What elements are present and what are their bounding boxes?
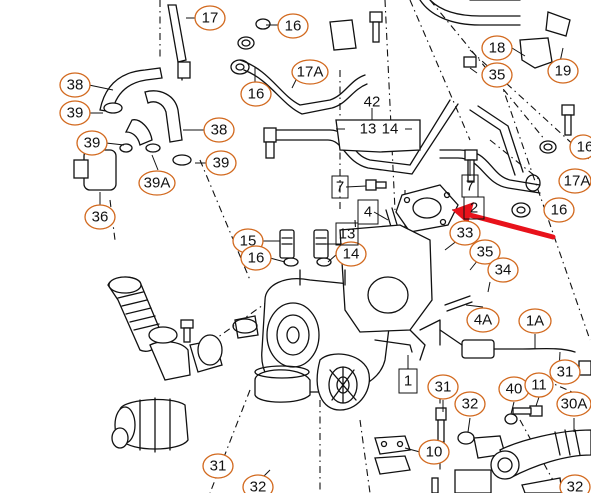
part-label: 7: [466, 178, 474, 195]
callout-1A: 1A: [518, 308, 552, 334]
callout-label: 39: [67, 105, 84, 122]
callout-label: 19: [555, 63, 572, 80]
callout-label: 32: [462, 396, 479, 413]
callout-35: 35: [481, 62, 513, 88]
part-label: 4: [364, 204, 372, 221]
callout-32: 32: [454, 391, 486, 417]
plain-label-layer: 42 13 14 7 4 7 2 13 1: [336, 94, 478, 390]
callout-16: 16: [543, 197, 575, 223]
callout-34: 34: [487, 257, 519, 283]
part-label: 1: [404, 373, 412, 390]
pressure-sensor: [439, 329, 576, 359]
callout-31: 31: [202, 453, 234, 479]
callout-label: 15: [240, 233, 257, 250]
callout-17A: 17A: [291, 59, 329, 85]
callout-label: 31: [557, 364, 574, 381]
callout-layer: 17 16 17A 16 18 35 19 38 39 38 39 39 39A…: [59, 5, 591, 493]
callout-label: 39: [213, 155, 230, 172]
part-label: 42: [364, 94, 381, 111]
callout-label: 17A: [297, 64, 324, 81]
callout-16: 16: [240, 81, 272, 107]
callout-39: 39: [205, 150, 237, 176]
bolts: [180, 11, 591, 493]
callout-label: 1A: [526, 313, 544, 330]
part-label: 2: [470, 200, 478, 217]
callout-35: 35: [469, 239, 501, 265]
intake-hoses: [107, 276, 259, 453]
callout-4A: 4A: [466, 307, 500, 333]
part-label: 13: [339, 226, 356, 243]
callout-label: 38: [67, 77, 84, 94]
callout-11: 11: [524, 372, 554, 398]
callout-17: 17: [194, 5, 226, 31]
callout-label: 34: [495, 262, 512, 279]
callout-31: 31: [427, 374, 459, 400]
label-frames: [331, 174, 485, 394]
callout-16: 16: [277, 13, 309, 39]
callout-label: 35: [489, 67, 506, 84]
callout-38: 38: [59, 72, 91, 98]
callout-33: 33: [449, 220, 481, 246]
callout-40: 40: [498, 376, 530, 402]
callout-18: 18: [481, 35, 513, 61]
callout-label: 11: [531, 377, 547, 394]
callout-label: 32: [250, 479, 267, 493]
leader-lines: [88, 17, 575, 481]
turbocharger: [254, 224, 441, 411]
callout-32: 32: [559, 474, 591, 493]
callout-label: 4A: [474, 312, 492, 329]
callout-39: 39: [76, 130, 108, 156]
callout-label: 16: [577, 139, 591, 156]
gasket-flange: [395, 184, 459, 233]
callout-label: 40: [506, 381, 523, 398]
callout-label: 10: [426, 444, 443, 461]
pipes: [167, 0, 541, 194]
callout-label: 36: [92, 209, 109, 226]
callout-label: 39: [84, 135, 101, 152]
callout-label: 16: [248, 86, 265, 103]
callout-16: 16: [240, 245, 272, 271]
callout-10: 10: [418, 439, 450, 465]
callout-38: 38: [203, 117, 235, 143]
callout-label: 16: [285, 18, 302, 35]
callout-label: 17: [202, 10, 219, 27]
sensors: [263, 127, 329, 259]
callout-label: 30A: [561, 396, 588, 413]
callout-19: 19: [547, 58, 579, 84]
callout-14: 14: [335, 241, 367, 267]
callout-label: 32: [567, 479, 584, 493]
callout-16: 16: [569, 134, 591, 160]
callout-label: 16: [248, 250, 265, 267]
callout-31: 31: [549, 359, 581, 385]
callout-label: 18: [489, 40, 506, 57]
part-label: 14: [382, 121, 399, 138]
callout-39A: 39A: [138, 170, 176, 196]
callout-label: 31: [435, 379, 452, 396]
callout-label: 31: [210, 458, 227, 475]
brackets: [329, 11, 571, 475]
callout-36: 36: [84, 204, 116, 230]
callout-label: 17A: [564, 173, 591, 190]
callout-17A: 17A: [558, 168, 591, 194]
callout-label: 14: [343, 246, 360, 263]
exhaust-pipe: [454, 429, 591, 493]
callout-39: 39: [59, 100, 91, 126]
callout-label: 35: [477, 244, 494, 261]
coolant-hoses: [73, 67, 192, 191]
callout-30A: 30A: [556, 391, 591, 417]
callout-label: 39A: [144, 175, 171, 192]
callout-label: 33: [457, 225, 474, 242]
callout-32: 32: [242, 474, 274, 493]
callout-label: 16: [551, 202, 568, 219]
part-label: 13: [360, 121, 377, 138]
callout-label: 38: [211, 122, 228, 139]
part-label: 7: [336, 179, 344, 196]
